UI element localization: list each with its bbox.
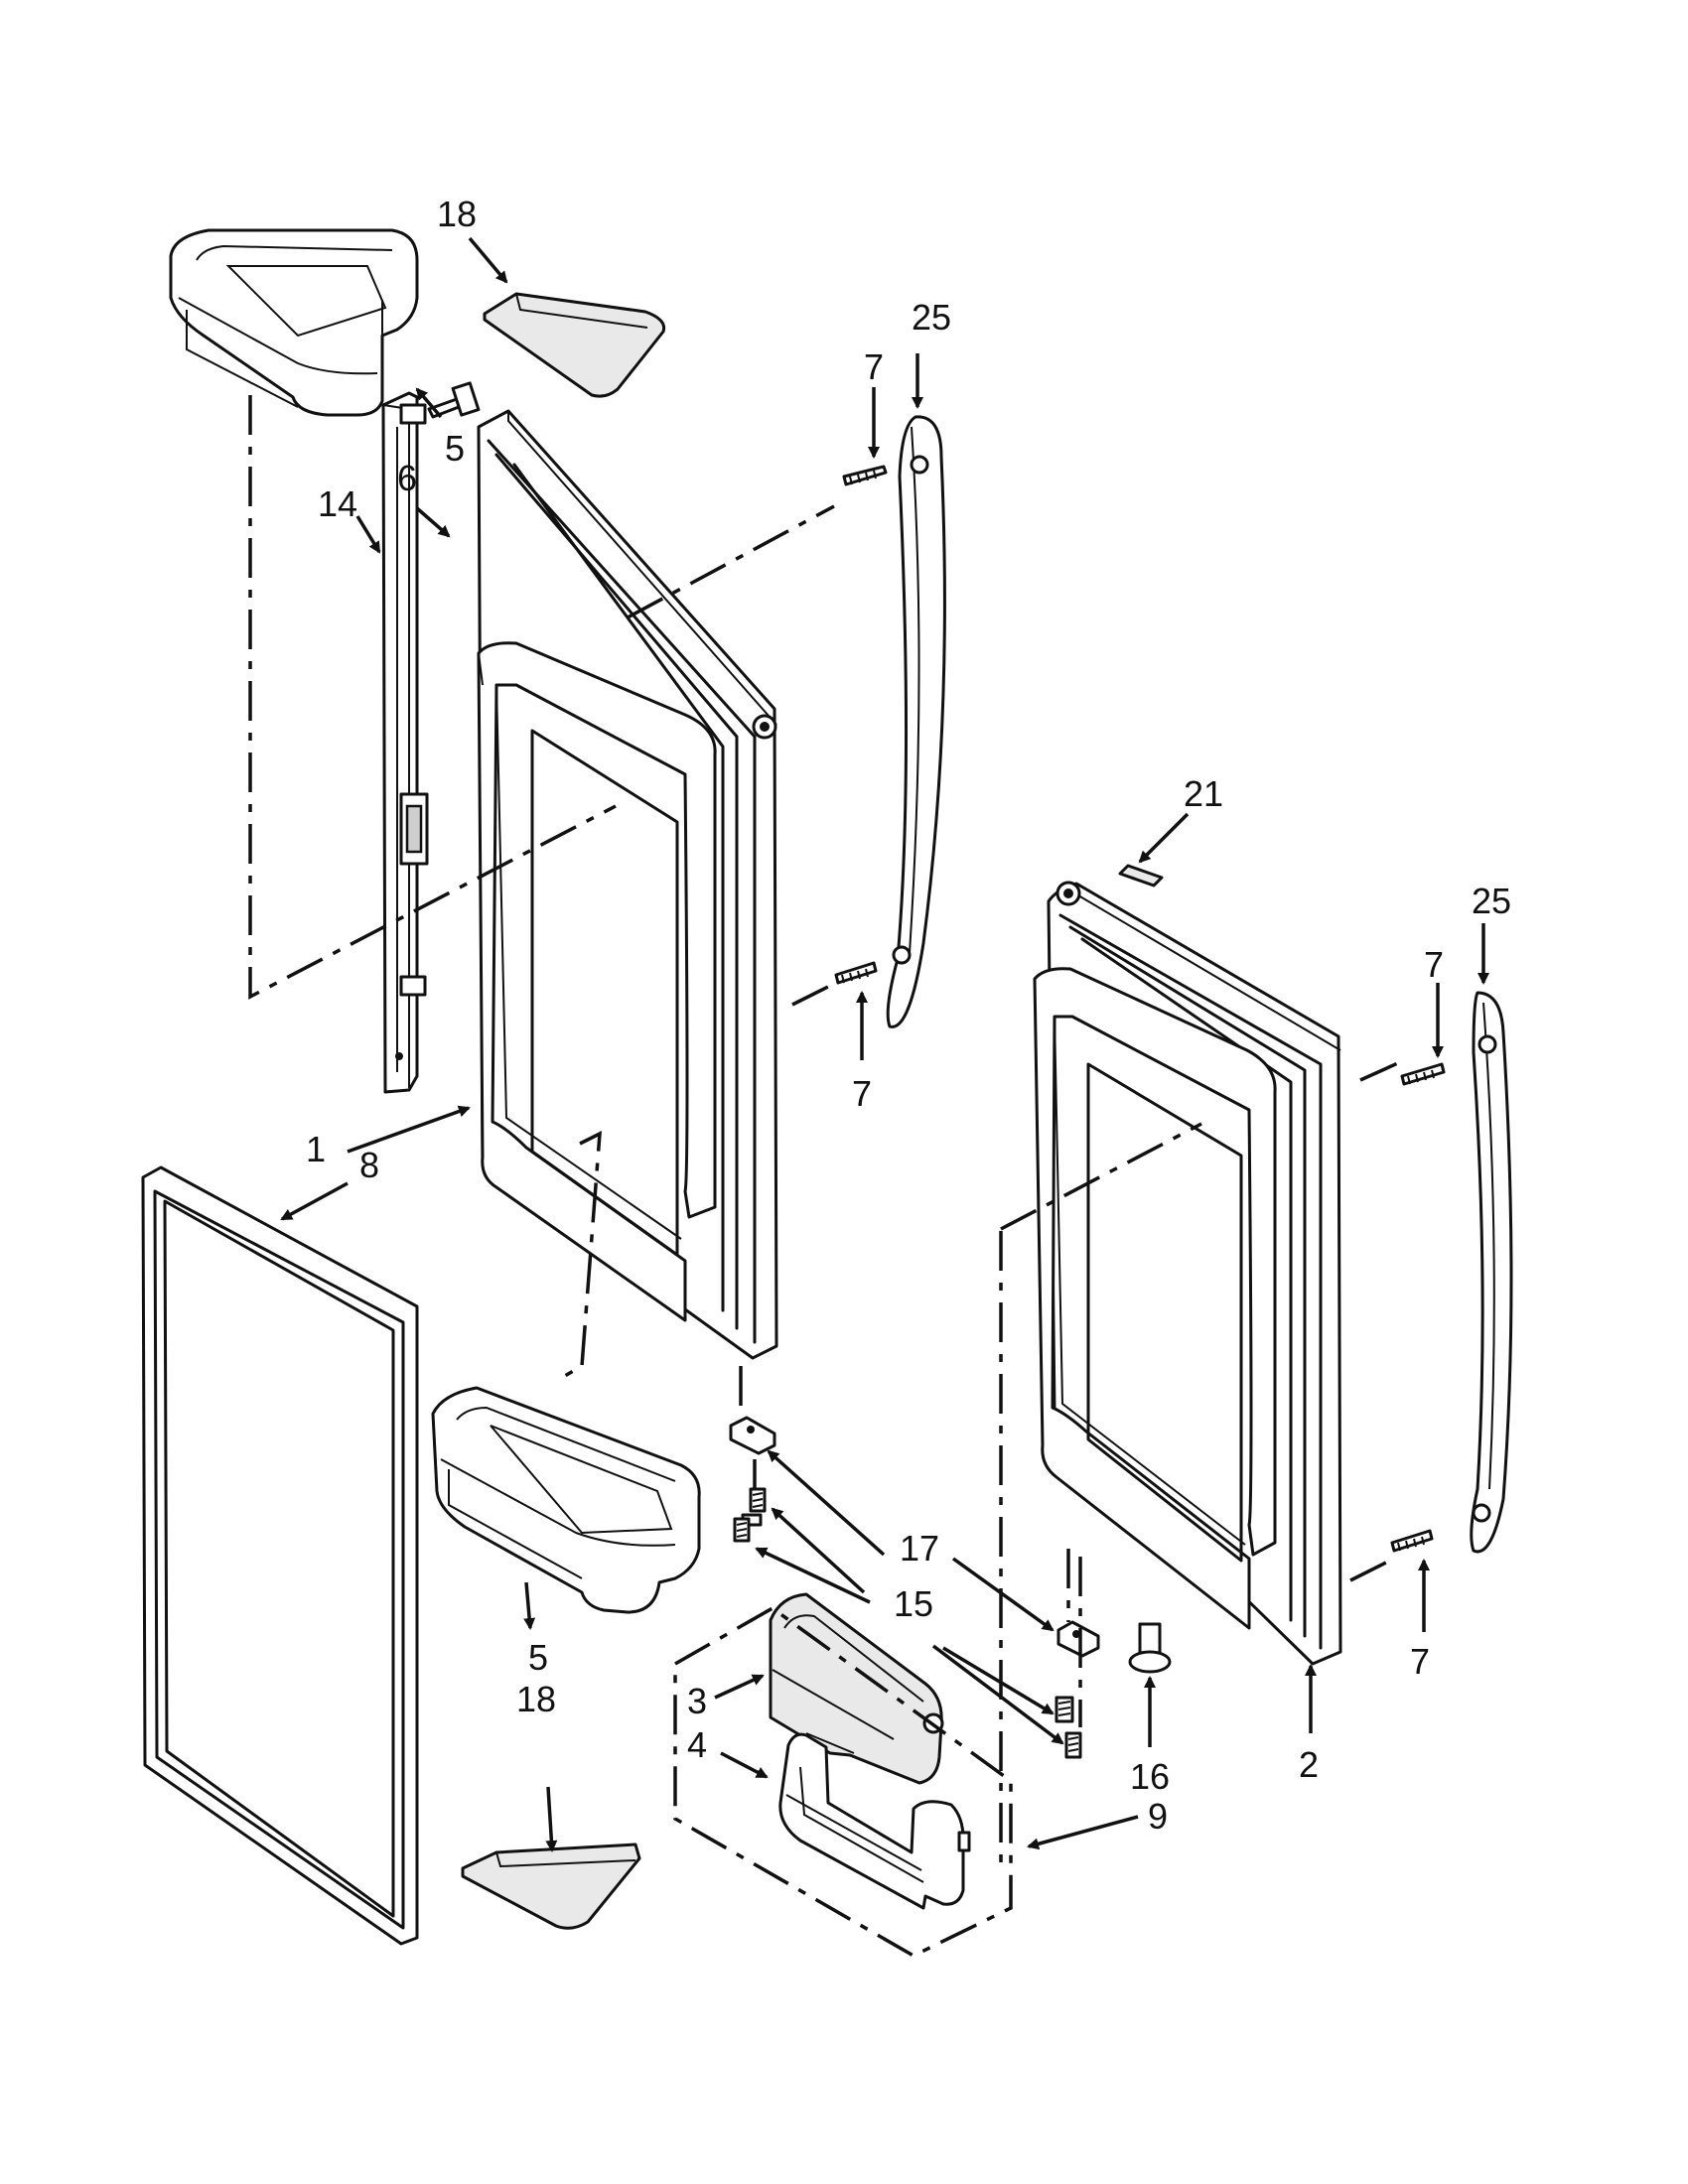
- callout-labels: 18 25 7 5 6 14 7 21 25 7 7 1 8 17 15 5 1…: [306, 194, 1511, 1837]
- arrow-5-bottom: [523, 1581, 536, 1630]
- bin-cover-bottom: [461, 1843, 641, 1930]
- screw-7-right-top: [1400, 1062, 1446, 1086]
- hinge-bushing-16: [1128, 1622, 1172, 1674]
- callout-15: 15: [894, 1583, 933, 1624]
- callout-7-a: 7: [864, 346, 884, 387]
- dispenser-cover: [769, 1592, 944, 1785]
- callout-7-b: 7: [852, 1073, 872, 1114]
- arrow-15-a: [771, 1507, 866, 1594]
- arrow-15-c: [942, 1646, 1055, 1715]
- arrow-3: [714, 1674, 765, 1700]
- arrow-9: [1027, 1815, 1139, 1850]
- callout-17: 17: [900, 1528, 939, 1569]
- callout-2: 2: [1299, 1744, 1319, 1785]
- hinge-strip: [381, 391, 429, 1094]
- arrow-14: [355, 515, 381, 554]
- callout-14: 14: [318, 483, 357, 524]
- callout-5-bottom: 5: [528, 1637, 548, 1678]
- left-door: [477, 409, 778, 1360]
- screw-7-bottom: [834, 961, 878, 985]
- screw-7-right-bottom: [1390, 1529, 1434, 1553]
- arrow-21: [1138, 812, 1190, 864]
- screws-15-right: [1055, 1696, 1082, 1759]
- right-door: [1033, 881, 1342, 1666]
- arrow-17-b: [951, 1557, 1055, 1632]
- door-gasket: [141, 1165, 419, 1946]
- arrow-18-bottom: [545, 1786, 558, 1852]
- bin-cover-top: [483, 292, 666, 398]
- hinge-pin-17-left: [729, 1416, 776, 1455]
- dispenser-bin: [778, 1732, 971, 1910]
- callout-21: 21: [1184, 773, 1223, 814]
- door-bin-top: [169, 228, 419, 417]
- callout-4: 4: [687, 1724, 707, 1765]
- arrow-15-b: [755, 1547, 871, 1604]
- callout-25-top: 25: [912, 297, 951, 338]
- callout-3: 3: [687, 1681, 707, 1721]
- screw-7-top: [842, 465, 888, 486]
- arrow-18-top: [468, 236, 508, 284]
- arrow-6: [415, 506, 451, 538]
- callout-5-top: 5: [445, 428, 465, 469]
- callout-6: 6: [397, 458, 417, 498]
- assembly-lines: [248, 395, 1401, 1958]
- callout-1: 1: [306, 1129, 326, 1169]
- callout-25-right: 25: [1472, 881, 1511, 921]
- arrow-1: [347, 1105, 471, 1154]
- callout-16: 16: [1130, 1756, 1170, 1797]
- arrow-8: [280, 1181, 349, 1221]
- part-21: [1118, 864, 1164, 887]
- arrow-5-top: [415, 387, 443, 419]
- left-door-handle: [886, 415, 946, 1028]
- door-bin-bottom: [431, 1386, 701, 1614]
- leader-arrows: [280, 236, 1489, 1852]
- callout-7-d: 7: [1410, 1641, 1430, 1682]
- callout-8: 8: [359, 1145, 379, 1185]
- screws-15-left: [733, 1487, 767, 1543]
- callout-18-bottom: 18: [516, 1679, 556, 1719]
- callout-9: 9: [1148, 1796, 1168, 1837]
- arrow-15-d: [931, 1644, 1064, 1745]
- arrow-17-a: [767, 1449, 886, 1557]
- callout-18-top: 18: [437, 194, 477, 234]
- hinge-pin-17-right: [1056, 1620, 1100, 1658]
- right-door-handle: [1470, 991, 1513, 1554]
- callout-7-c: 7: [1424, 944, 1444, 985]
- arrow-4: [720, 1751, 769, 1779]
